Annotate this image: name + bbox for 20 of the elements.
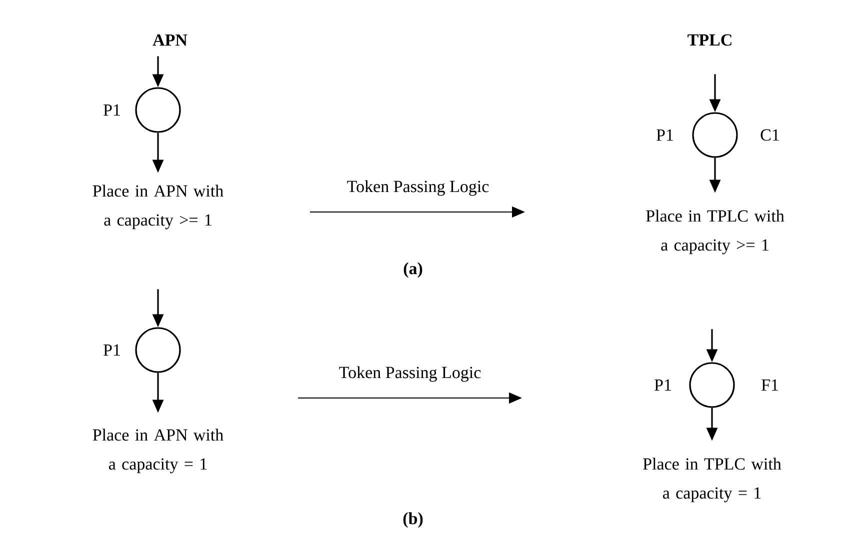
- place-circle: [689, 362, 735, 408]
- heading: APN: [152, 34, 188, 46]
- panel-label: (a): [404, 262, 422, 278]
- place-name: P1: [104, 344, 120, 356]
- panel-label: (b): [403, 512, 423, 528]
- place-name: C1: [760, 129, 779, 141]
- place-circle: [135, 327, 181, 373]
- arrow-label: Token Passing Logic: [347, 180, 489, 196]
- place-name: F1: [762, 379, 778, 391]
- place-circle: [135, 87, 181, 133]
- place-caption: Place in APN with a capacity >= 1: [92, 184, 224, 230]
- place-caption: Place in APN with a capacity = 1: [92, 428, 224, 474]
- place-name: P1: [656, 129, 673, 141]
- place-name: P1: [104, 104, 120, 116]
- arrow-label: Token Passing Logic: [339, 366, 481, 382]
- place-name: P1: [654, 379, 671, 391]
- place-caption: Place in TPLC with a capacity = 1: [643, 458, 782, 502]
- place-caption: Place in TPLC with a capacity >= 1: [646, 210, 784, 254]
- place-circle: [692, 112, 738, 158]
- heading: TPLC: [688, 34, 732, 46]
